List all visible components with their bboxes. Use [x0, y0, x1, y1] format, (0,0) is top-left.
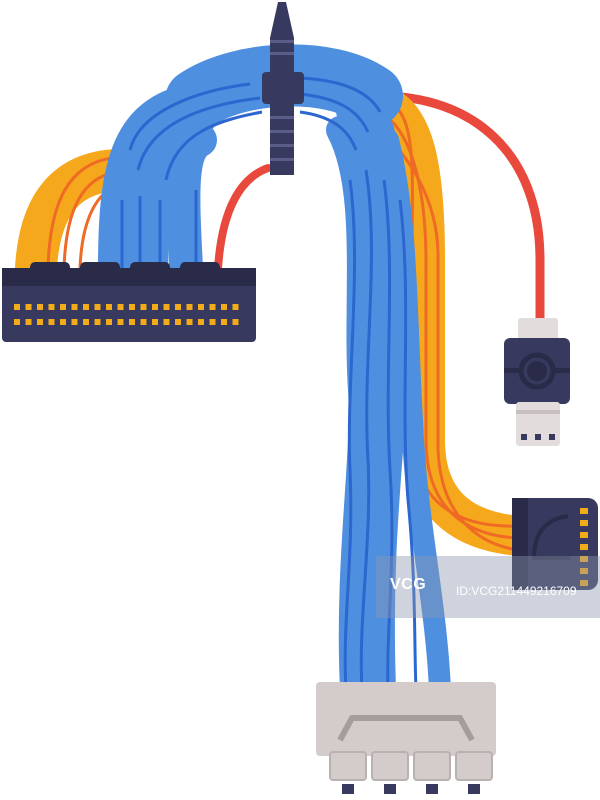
- ide-pin: [25, 304, 32, 310]
- watermark-id: ID:VCG211449216709: [456, 584, 577, 598]
- usb-plug-icon: [504, 318, 570, 446]
- cable-tie-icon: [262, 2, 304, 175]
- ide-pin: [25, 319, 32, 325]
- ide-pin: [209, 319, 216, 325]
- ide-pin: [83, 304, 89, 310]
- ide-pin: [106, 304, 112, 310]
- ide-pin: [117, 319, 124, 325]
- ide-pin: [71, 304, 78, 310]
- ide-pin: [83, 319, 89, 325]
- ide-pin: [37, 304, 43, 310]
- ide-pin: [60, 304, 66, 310]
- ide-pin: [129, 319, 135, 325]
- watermark-logo: VCG: [390, 576, 427, 593]
- ide-pin: [163, 319, 170, 325]
- ide-pin: [198, 319, 204, 325]
- ide-pin: [94, 319, 101, 325]
- ide-pin: [209, 304, 216, 310]
- ide-pin: [94, 304, 101, 310]
- ide-pin: [37, 319, 43, 325]
- ide-pin: [152, 319, 158, 325]
- ide-pin: [221, 319, 227, 325]
- ide-pin: [221, 304, 227, 310]
- ide-pin: [60, 319, 66, 325]
- ide-connector-icon: [2, 262, 256, 342]
- red-cable: [214, 91, 545, 327]
- ide-pin: [232, 304, 239, 310]
- ide-pin: [129, 304, 135, 310]
- sata-plug-icon: [316, 682, 496, 794]
- ide-pin: [198, 304, 204, 310]
- ide-pin: [175, 319, 181, 325]
- ide-pin: [140, 319, 147, 325]
- ide-pin: [14, 319, 20, 325]
- ide-pin: [117, 304, 124, 310]
- ide-pin: [14, 304, 20, 310]
- power-connector-icon: [512, 498, 598, 590]
- ide-pin: [48, 304, 55, 310]
- ide-pin: [163, 304, 170, 310]
- ide-pin: [48, 319, 55, 325]
- ide-pin: [140, 304, 147, 310]
- ide-pin: [106, 319, 112, 325]
- ide-pin: [232, 319, 239, 325]
- ide-pin: [186, 319, 193, 325]
- ide-pin: [71, 319, 78, 325]
- ide-pin: [152, 304, 158, 310]
- ide-pin: [186, 304, 193, 310]
- watermark: VCG ID:VCG211449216709: [376, 556, 600, 618]
- ide-pin: [175, 304, 181, 310]
